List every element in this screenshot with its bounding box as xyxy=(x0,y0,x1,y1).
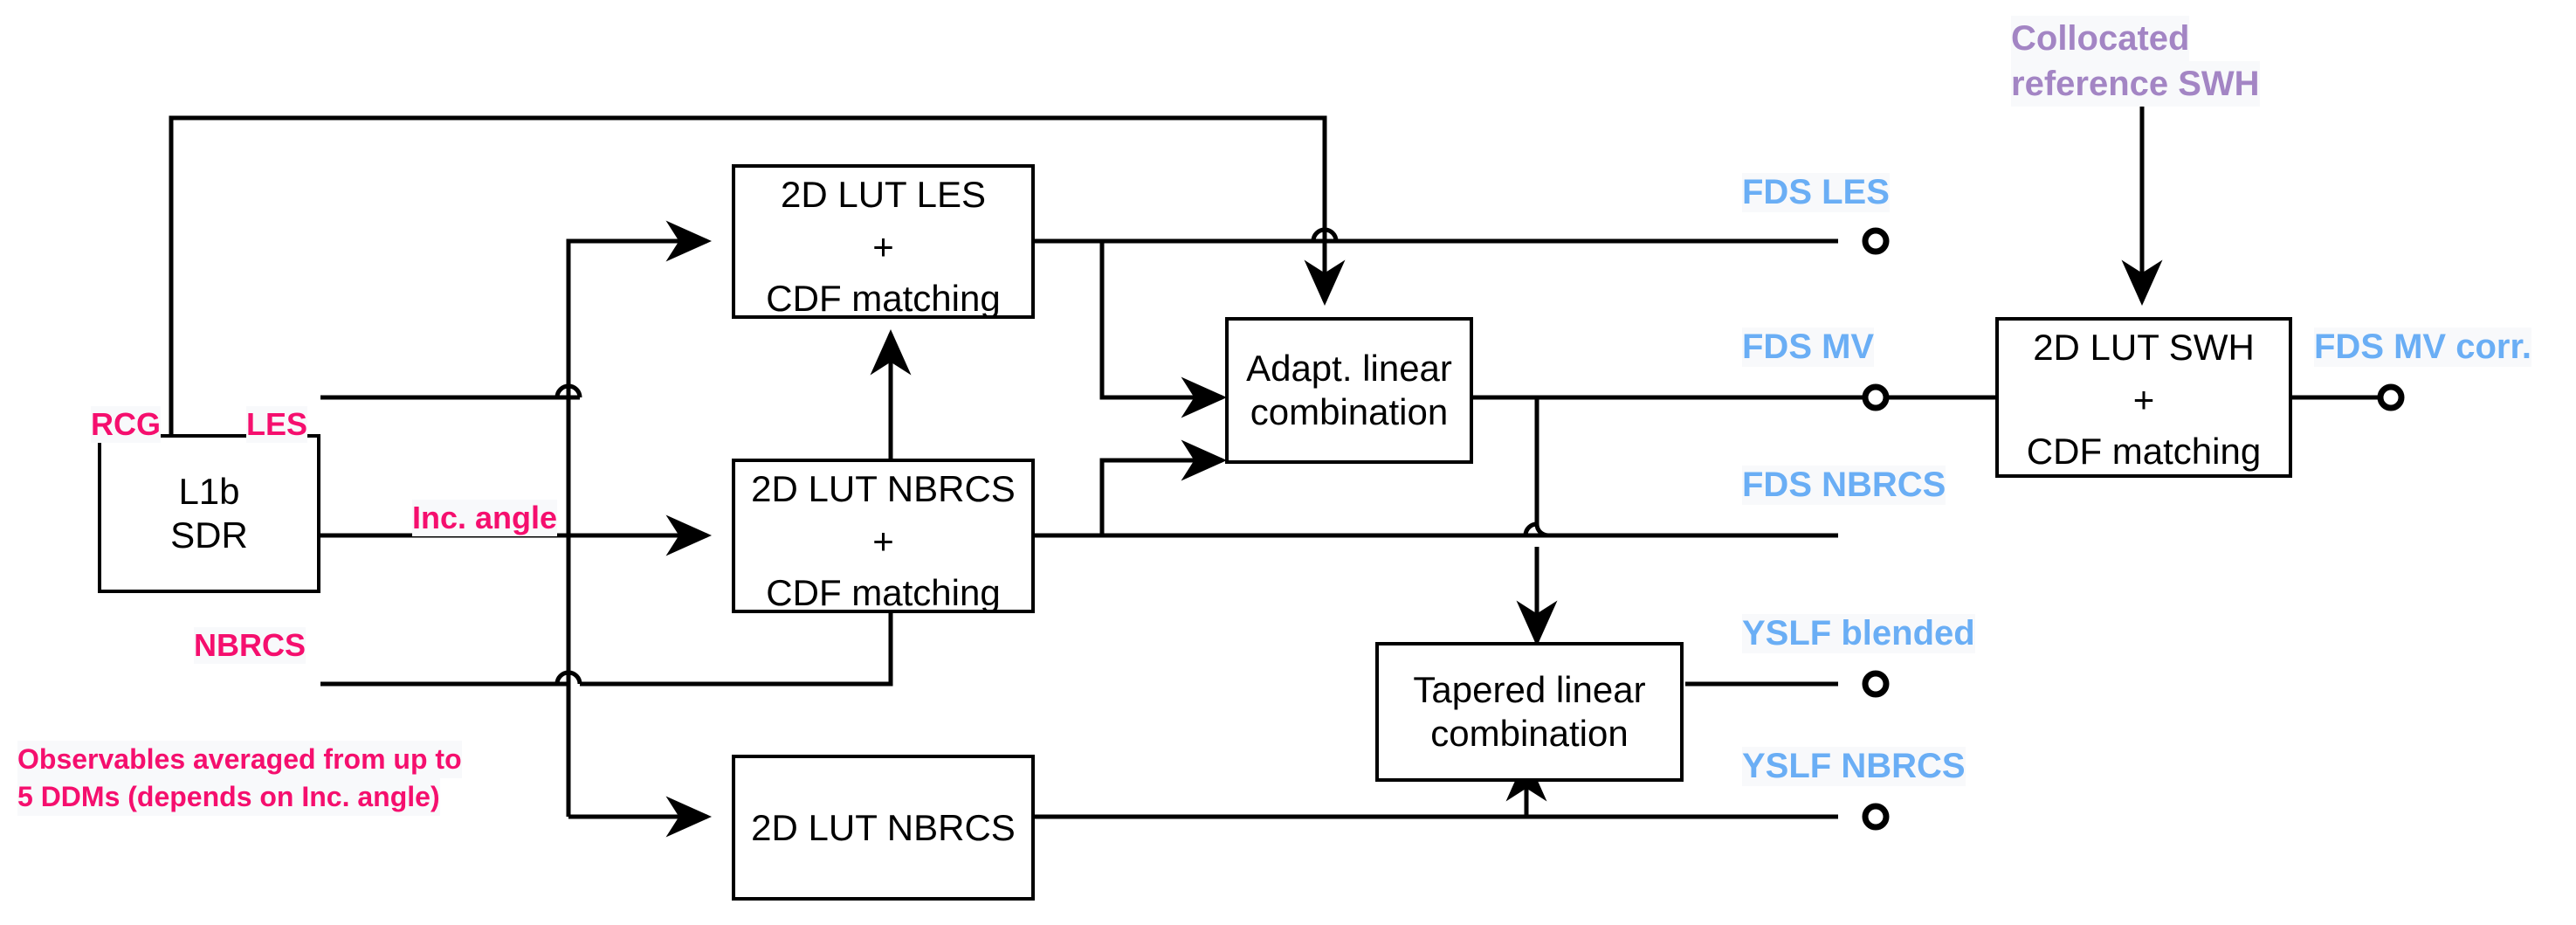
terminal-yslf-blended xyxy=(1862,670,1890,698)
node-l1b-sdr-line-1: SDR xyxy=(170,514,248,556)
node-2d-lut-nbrcs[interactable]: 2D LUT NBRCS xyxy=(732,755,1035,901)
label-inc-angle: Inc. angle xyxy=(412,500,558,536)
node-2d-lut-les[interactable]: 2D LUT LES + CDF matching xyxy=(732,164,1035,319)
wire-lutles-branch xyxy=(1099,241,1227,418)
node-tapered-linear-line-1: combination xyxy=(1430,713,1629,754)
node-2d-lut-les-line-0: 2D LUT LES xyxy=(781,174,986,215)
label-les: LES xyxy=(246,406,308,443)
node-adapt-linear-line-1: combination xyxy=(1250,391,1449,432)
node-2d-lut-swh[interactable]: 2D LUT SWH + CDF matching xyxy=(1995,317,2292,478)
node-tapered-linear-combination[interactable]: Tapered linear combination xyxy=(1375,642,1684,782)
node-2d-lut-swh-line-1: + xyxy=(2132,378,2155,420)
node-2d-lut-nbrcs-cdf-line-0: 2D LUT NBRCS xyxy=(751,468,1016,509)
footnote-observables: Observables averaged from up to 5 DDMs (… xyxy=(17,741,576,817)
label-collocated-line-1: Collocated xyxy=(2011,16,2190,61)
wire-lutnbrcscdf-branch xyxy=(1099,439,1227,535)
terminal-yslf-nbrcs xyxy=(1862,803,1890,831)
terminal-fds-mv-corr xyxy=(2377,383,2405,411)
wire-les-to-lut xyxy=(566,241,707,400)
node-2d-lut-nbrcs-line-0: 2D LUT NBRCS xyxy=(751,806,1016,848)
node-2d-lut-les-line-1: + xyxy=(872,225,894,267)
node-tapered-linear-line-0: Tapered linear xyxy=(1413,669,1646,711)
node-l1b-sdr[interactable]: L1b SDR xyxy=(98,434,320,593)
wire-nbrcs-right xyxy=(580,329,912,687)
node-2d-lut-swh-line-0: 2D LUT SWH xyxy=(2033,327,2255,368)
wire-fdsles-hop xyxy=(1311,227,1339,242)
node-2d-lut-nbrcs-cdf[interactable]: 2D LUT NBRCS + CDF matching xyxy=(732,459,1035,613)
label-fds-mv-corr: FDS MV corr. xyxy=(2314,328,2531,367)
label-yslf-nbrcs: YSLF NBRCS xyxy=(1742,747,1966,786)
node-2d-lut-nbrcs-cdf-line-2: CDF matching xyxy=(766,572,1001,614)
footnote-line-2: 5 DDMs (depends on Inc. angle) xyxy=(17,778,440,817)
wire-nbrcs-hop xyxy=(554,670,582,685)
label-fds-nbrcs: FDS NBRCS xyxy=(1742,466,1946,505)
node-2d-lut-les-line-2: CDF matching xyxy=(766,278,1001,320)
node-adapt-linear-combination[interactable]: Adapt. linear combination xyxy=(1225,317,1473,464)
label-nbrcs: NBRCS xyxy=(194,627,307,664)
node-2d-lut-swh-line-2: CDF matching xyxy=(2026,431,2262,473)
terminal-fds-les xyxy=(1862,227,1890,255)
label-fds-mv: FDS MV xyxy=(1742,328,1875,367)
node-l1b-sdr-line-0: L1b xyxy=(178,471,240,513)
node-2d-lut-nbrcs-cdf-line-1: + xyxy=(872,520,894,562)
label-fds-les: FDS LES xyxy=(1742,173,1890,212)
label-rcg: RCG xyxy=(91,406,161,443)
footnote-line-1: Observables averaged from up to xyxy=(17,741,462,779)
wire-rcg-top xyxy=(169,115,1327,434)
label-collocated-reference-swh: Collocated reference SWH xyxy=(2011,16,2260,107)
terminal-fds-mv xyxy=(1862,383,1890,411)
label-yslf-blended: YSLF blended xyxy=(1742,614,1975,653)
node-adapt-linear-line-0: Adapt. linear xyxy=(1246,348,1452,390)
label-collocated-line-2: reference SWH xyxy=(2011,61,2260,107)
